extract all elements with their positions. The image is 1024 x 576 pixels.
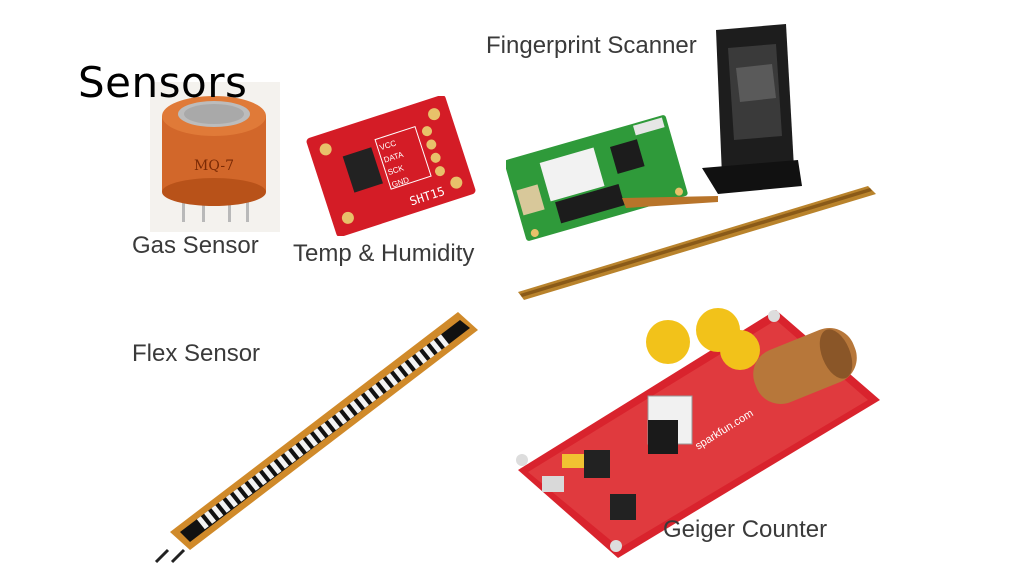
slide-title: Sensors (78, 58, 248, 107)
flex-stripe (218, 499, 231, 513)
flex-stripe (327, 417, 340, 431)
gas-sensor-image: MQ-7 (150, 82, 280, 232)
flex-stripe (320, 422, 333, 436)
flex-stripe (255, 472, 268, 486)
geiger-counter-image: sparkfun.com (508, 300, 888, 562)
flex-stripe (378, 378, 391, 392)
fingerprint-scanner-image (506, 18, 806, 248)
caption-fingerprint-scanner: Fingerprint Scanner (486, 32, 697, 59)
flex-stripe (276, 455, 289, 469)
flex-stripe (371, 383, 384, 397)
flex-stripe (393, 367, 406, 381)
flex-stripe (429, 339, 442, 353)
flex-stripe (400, 361, 413, 375)
caption-gas-sensor: Gas Sensor (132, 232, 259, 259)
flex-stripe (335, 411, 348, 425)
flex-stripe (356, 395, 369, 409)
caption-geiger-counter: Geiger Counter (663, 516, 828, 543)
flex-stripe (211, 505, 224, 519)
flex-stripe (313, 428, 326, 442)
flex-stripe (225, 494, 238, 508)
flex-stripe (407, 356, 420, 370)
flex-stripe (204, 510, 217, 524)
flex-stripe (247, 477, 260, 491)
flex-stripe (306, 433, 318, 447)
flex-stripe (262, 466, 275, 480)
flex-stripe (196, 516, 209, 530)
flex-stripe (284, 450, 297, 464)
flex-sensor-image (150, 300, 490, 570)
flex-stripe (269, 461, 282, 475)
caption-flex-sensor: Flex Sensor (132, 340, 261, 367)
gas-part-label: MQ-7 (194, 158, 234, 174)
flex-stripe (437, 334, 450, 348)
temp-humidity-image: VCC DATA SCK GND SHT15 (300, 96, 482, 236)
flex-stripe (342, 406, 355, 420)
flex-stripe (422, 345, 435, 359)
flex-stripe (415, 350, 428, 364)
flex-stripe (386, 372, 399, 386)
flex-stripe (364, 389, 377, 403)
flex-stripe (233, 488, 246, 502)
flex-stripe (291, 444, 304, 458)
flex-stripe (298, 439, 311, 453)
caption-temp-humidity: Temp & Humidity (293, 240, 475, 267)
flex-stripe (349, 400, 362, 414)
flex-strip-image (512, 180, 892, 306)
flex-stripe (240, 483, 253, 497)
